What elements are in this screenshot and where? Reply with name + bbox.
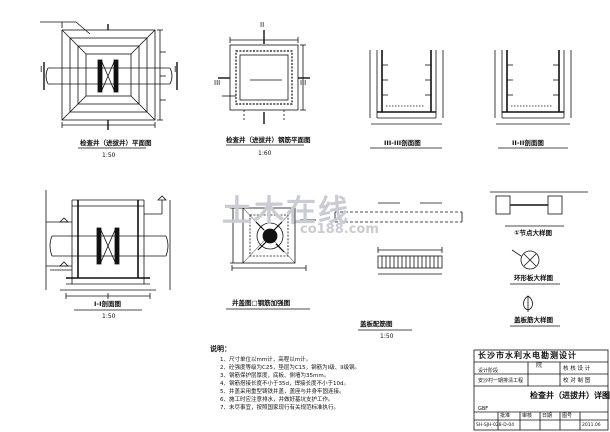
section-iii-drawing [369,50,444,149]
caption-rebar-plan: 检查井（进拔井）钢筋平面图 [226,136,311,144]
row-label-approve: 批准 [500,413,511,419]
note-line: 5、井盖采用重型铸铁井盖，盖座与井身牢固连接。 [220,389,345,395]
section-mark-iii-right: III [300,79,307,87]
caption-section-i: I-I剖面图 [94,300,122,308]
title-block-mid: 安沙村一期排渍工程 [478,378,524,384]
scale-grate-plan: 1:50 [380,333,394,340]
scale-plan-view: 1:50 [102,152,116,159]
notes-heading: 说明： [210,345,231,353]
grate-plan-drawing [334,202,463,331]
caption-well-cover: 井盖图□钢筋加强图 [232,299,291,307]
caption-plan-view: 检查井（进拔井）平面图 [80,139,152,147]
caption-section-ii: II-II剖面图 [512,139,544,147]
row-label-date: 日期 [542,413,553,419]
caption-section-iii: III-III剖面图 [384,139,421,147]
title-company: 长沙市水利水电勘测设计 [478,351,577,360]
watermark-url: co188.com [300,222,379,237]
title-block-left-label: 设计阶段 [478,368,499,374]
details-drawing [490,191,588,327]
note-line: 7、未尽事宜，按照国家现行有关规范标准执行。 [220,405,340,411]
title-block-lines [473,349,609,431]
sheet-title: 检查井（进拔井）详图 [530,391,610,400]
row-label-dwgno: 图号 [562,413,573,419]
caption-detail-c: 盖板筋大样图 [514,316,553,324]
scale-rebar-plan: 1:60 [258,150,272,157]
section-mark-i-right: I [174,65,177,74]
section-mark-iii-left: III [214,79,221,87]
caption-grate-plan: 盖板配筋图 [360,320,393,328]
plan-view-drawing [40,21,178,149]
note-line: 3、钢筋保护层厚度，底板、侧墙为35mm。 [220,373,330,379]
note-line: 1、尺寸单位以mm计，高程以m计。 [220,357,312,363]
rebar-plan-drawing [218,30,310,146]
caption-detail-a: ①节点大样图 [514,229,553,237]
watermark-text: 土木在线 [222,194,350,229]
title-block-right-1: 核 核 设 计 [563,366,591,372]
title-block-right-2: 校 对 制 图 [563,378,591,384]
notes-list: 1、尺寸单位以mm计，高程以m计。 2、砼强度等级为C25，垫层为C15，钢筋为I… [210,356,410,412]
row-label-gbf: GBF [478,406,489,412]
note-line: 4、钢筋搭接长度不小于35d，焊接长度不小于10d。 [220,381,349,387]
title-company-suffix: 院 [536,362,543,369]
section-ii-drawing [494,50,572,149]
note-line: 6、施工时应注意排水，并做好基坑支护工作。 [220,397,334,403]
section-mark-i-left: I [40,65,43,74]
scale-date: 2011.06 [582,423,601,428]
section-i-drawing [45,190,171,311]
well-cover-drawing [226,207,316,310]
row-label-review: 审核 [522,413,533,419]
section-mark-ii-top: II [260,21,265,29]
notes-block: 说明： 1、尺寸单位以mm计，高程以m计。 2、砼强度等级为C25，垫层为C15，… [210,346,410,412]
caption-detail-b: 环形板大样图 [514,274,553,282]
dwg-code: SH-SJH-028-D-04 [476,423,515,428]
scale-section-i: 1:50 [102,313,116,320]
note-line: 2、砼强度等级为C25，垫层为C15，钢筋为I级、II级钢。 [220,365,361,371]
